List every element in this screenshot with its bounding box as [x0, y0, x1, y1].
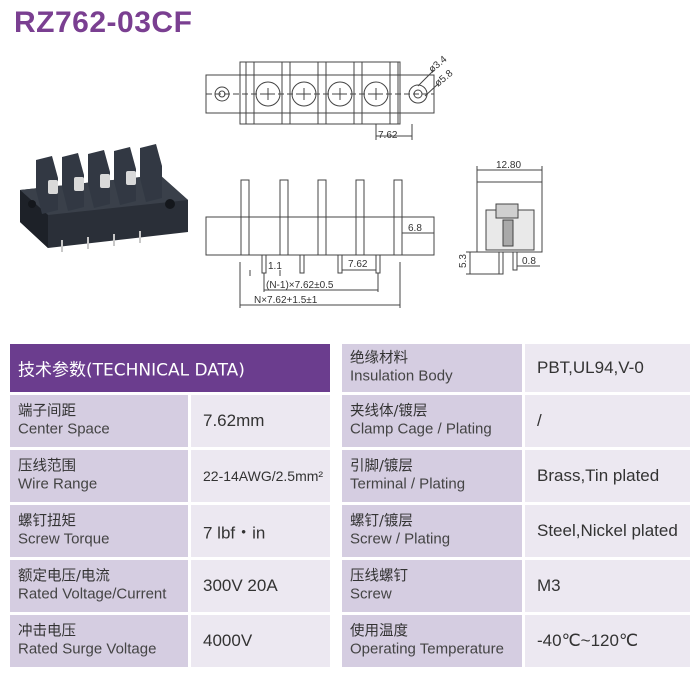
- dim-1-1: 1.1: [268, 261, 282, 272]
- label-zh: 端子间距: [18, 403, 76, 420]
- row-value: 7 lbf・in: [191, 505, 330, 557]
- label-en: Screw: [350, 585, 392, 603]
- row-value: /: [525, 395, 690, 447]
- dim-6-8: 6.8: [408, 223, 422, 234]
- value-text: M3: [537, 576, 561, 595]
- dim-side-width: 12.80: [496, 160, 521, 171]
- row-value: 22-14AWG/2.5mm²: [191, 450, 330, 502]
- dim-total: N×7.62+1.5±1: [254, 295, 318, 306]
- label-zh: 引脚/镀层: [350, 458, 413, 475]
- table-header-row: 技术参数(TECHNICAL DATA): [10, 344, 690, 392]
- dim-0-8: 0.8: [522, 256, 536, 267]
- value-text: 22-14AWG/2.5mm²: [203, 468, 324, 484]
- label-zh: 压线螺钉: [350, 568, 408, 585]
- row-value: M3: [525, 560, 690, 612]
- row-value: 7.62mm: [191, 395, 330, 447]
- row-value: -40℃~120℃: [525, 615, 690, 667]
- label-zh: 冲击电压: [18, 623, 76, 640]
- label-zh: 压线范围: [18, 458, 76, 475]
- label-en: Insulation Body: [350, 367, 453, 385]
- value-text: PBT,UL94,V-0: [537, 358, 644, 377]
- label-zh: 夹线体/镀层: [350, 403, 428, 420]
- label-en: Screw / Plating: [350, 530, 451, 548]
- value-text: -40℃~120℃: [537, 631, 639, 650]
- technical-drawings: 7.62 ø3.4 ø5.8 6.8 1.1 7.62 (N-1)×7.62±0…: [20, 54, 543, 308]
- label-en: Terminal / Plating: [350, 475, 466, 493]
- side-view-drawing: [466, 166, 543, 275]
- row-value: 4000V: [191, 615, 330, 667]
- value-text: Steel,Nickel plated: [537, 521, 678, 540]
- value-text: 4000V: [203, 631, 253, 650]
- top-view-drawing: [205, 61, 439, 140]
- front-view-drawing: [205, 179, 435, 308]
- label-en: Rated Voltage/Current: [18, 585, 167, 603]
- label-zh: 螺钉扭矩: [18, 513, 76, 530]
- dim-5-3: 5.3: [458, 254, 469, 268]
- row-value: Steel,Nickel plated: [525, 505, 690, 557]
- row-value: PBT,UL94,V-0: [525, 344, 690, 392]
- label-zh: 绝缘材料: [350, 350, 408, 367]
- label-en: Center Space: [18, 420, 110, 438]
- label-en: Wire Range: [18, 475, 98, 493]
- label-zh: 螺钉/镀层: [350, 513, 413, 530]
- label-en: Clamp Cage / Plating: [350, 420, 492, 438]
- label-en: Rated Surge Voltage: [18, 640, 157, 658]
- row-value: 300V 20A: [191, 560, 330, 612]
- value-text: 300V 20A: [203, 576, 278, 595]
- value-text: /: [537, 411, 542, 430]
- row-value: Brass,Tin plated: [525, 450, 690, 502]
- value-text: 7 lbf・in: [203, 523, 266, 543]
- value-text: 7.62mm: [203, 411, 265, 430]
- dim-n1: (N-1)×7.62±0.5: [266, 280, 334, 291]
- table-header: 技术参数(TECHNICAL DATA): [10, 344, 330, 392]
- dim-pitch-front: 7.62: [348, 259, 368, 270]
- table-header-label: 技术参数(TECHNICAL DATA): [18, 360, 245, 381]
- dim-pitch-top: 7.62: [378, 130, 398, 141]
- label-en: Operating Temperature: [350, 640, 504, 658]
- product-photo: [20, 144, 188, 252]
- label-zh: 使用温度: [350, 623, 408, 640]
- label-zh: 额定电压/电流: [18, 568, 110, 585]
- value-text: Brass,Tin plated: [537, 466, 660, 485]
- product-title: RZ762-03CF: [14, 6, 193, 39]
- label-en: Screw Torque: [18, 530, 110, 548]
